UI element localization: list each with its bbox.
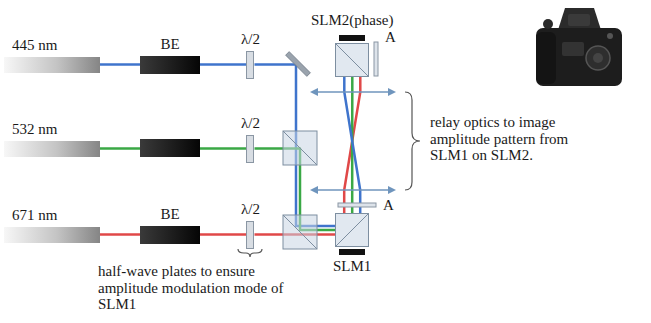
beam-splitter-cube: [283, 215, 317, 249]
part-label: SLM1: [333, 258, 371, 275]
part-label: 445 nm: [4, 37, 57, 54]
part-label: BE: [160, 36, 179, 53]
plate-node: λ/2: [241, 31, 260, 79]
slm2-node: SLM2(phase): [311, 12, 394, 77]
waveplate: [246, 221, 254, 249]
slm1-node: SLM1: [333, 213, 371, 275]
brace: [405, 92, 420, 190]
analyzer-label: A: [383, 197, 394, 214]
be-node: BE: [140, 36, 200, 74]
cube-diagonal: [336, 214, 368, 246]
annotation-note: relay optics to image amplitude pattern …: [430, 114, 610, 164]
cube-diagonal: [336, 44, 368, 76]
camera: [536, 8, 622, 86]
part-label: 532 nm: [4, 121, 57, 138]
beam-expander: [140, 226, 200, 244]
light-beam: [344, 77, 360, 214]
laser-body: [4, 57, 100, 73]
beam-expander: [140, 139, 200, 157]
laser-node: 445 nm: [4, 37, 100, 73]
slm-device: [339, 249, 365, 255]
annotation-note: half-wave plates to ensure amplitude mod…: [98, 263, 298, 313]
beam-splitter-cube: [283, 131, 317, 165]
part-label: BE: [160, 206, 179, 223]
analyzer-label: A: [385, 29, 396, 46]
beam-splitter-cube: [335, 213, 369, 247]
light-beam: [200, 64, 247, 65]
beam-splitter-cube: [335, 43, 369, 77]
analyzer-plate: [374, 42, 378, 76]
slm-device: [339, 35, 365, 41]
slm-assembly: [335, 213, 369, 255]
analyzer-plate: [338, 203, 376, 207]
laser-node: 671 nm: [4, 207, 100, 243]
part-label: λ/2: [241, 31, 260, 48]
part-label: λ/2: [241, 201, 260, 218]
relay-lens: [310, 186, 396, 194]
plate-node: λ/2: [241, 201, 260, 249]
light-beam: [255, 65, 336, 227]
part-label: SLM2(phase): [311, 12, 394, 29]
laser-node: 532 nm: [4, 121, 100, 157]
light-beam: [100, 64, 140, 65]
brace: [238, 249, 262, 257]
laser-body: [4, 227, 100, 243]
waveplate: [246, 51, 254, 79]
waveplate: [246, 135, 254, 163]
plate-node: λ/2: [241, 115, 260, 163]
light-beam: [100, 234, 140, 235]
light-beam: [200, 234, 247, 235]
relay-lens: [310, 88, 396, 96]
be-node: BE: [140, 206, 200, 244]
slm-assembly: [335, 35, 369, 77]
part-label: 671 nm: [4, 207, 57, 224]
mirror: [286, 52, 311, 77]
part-label: λ/2: [241, 115, 260, 132]
beam-expander: [140, 56, 200, 74]
laser-body: [4, 141, 100, 157]
